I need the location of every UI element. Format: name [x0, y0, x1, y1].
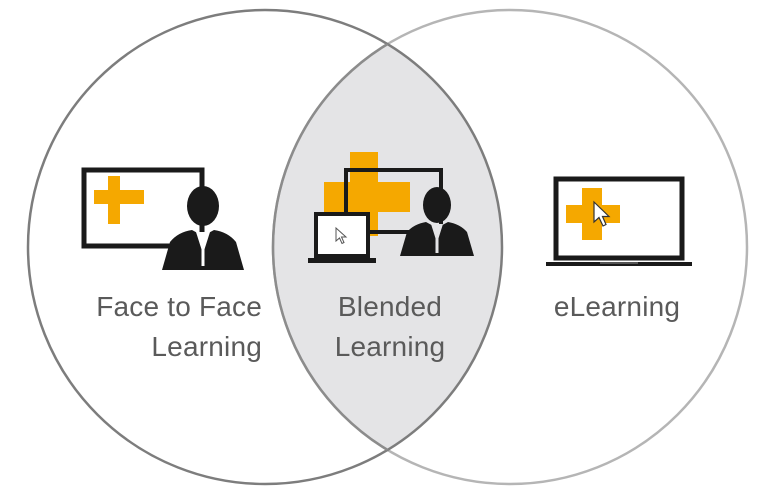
intersection-region: [273, 10, 502, 484]
elearning-label: eLearning: [553, 291, 681, 322]
face-to-face-circle: [26, 8, 504, 486]
blended-learning-icon: [308, 152, 474, 263]
face-to-face-label: Face to Face Learning: [96, 291, 262, 362]
blended-learning-label: Blended Learning: [334, 291, 446, 362]
classroom-presenter-icon: [81, 167, 244, 270]
laptop-elearning-icon: [546, 176, 692, 266]
